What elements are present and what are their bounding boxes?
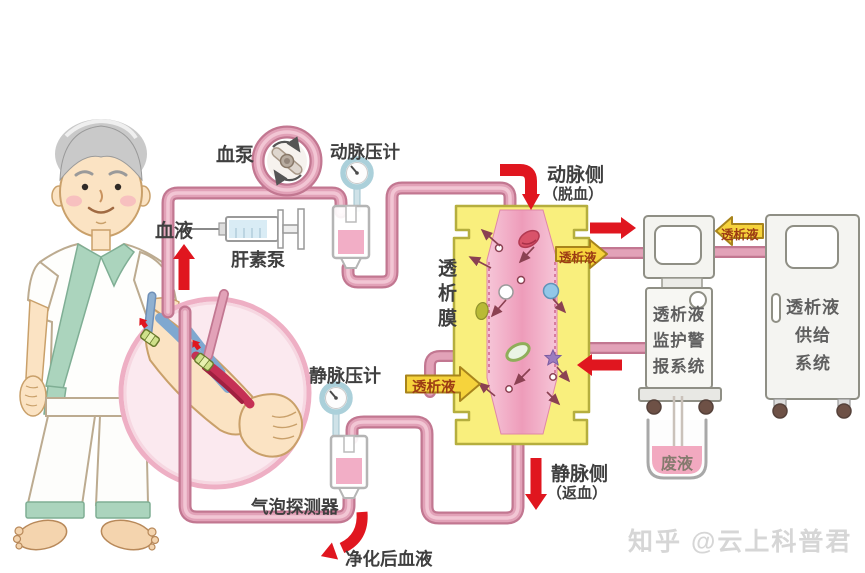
supply-label-line3: 系统 bbox=[795, 354, 831, 373]
solute-particle bbox=[543, 348, 563, 366]
venous-down-arrow bbox=[525, 458, 547, 510]
bubble-detector-label: 气泡探测器 bbox=[251, 497, 339, 517]
venous-side-label: 静脉侧 bbox=[551, 464, 609, 485]
patient-feet bbox=[12, 519, 160, 551]
dialysate-arrow-in bbox=[405, 366, 481, 402]
heparin-pump-label: 肝素泵 bbox=[231, 250, 285, 270]
blood-tubing bbox=[161, 125, 776, 525]
venous-line bbox=[345, 415, 525, 525]
arterial-pressure-gauge-icon bbox=[340, 156, 374, 212]
access-site-magnifier bbox=[118, 289, 312, 490]
dialysate-arrow-out bbox=[555, 239, 608, 269]
supply-door-handle bbox=[771, 293, 781, 323]
dialysate-out-arrow-label: 透析液 bbox=[559, 251, 597, 265]
blood-flow-arrows bbox=[173, 164, 636, 560]
bubble-detector-chamber bbox=[329, 434, 369, 499]
blood-label: 血液 bbox=[155, 221, 194, 242]
blood-up-arrow bbox=[173, 244, 195, 290]
venous-pressure-gauge-label: 静脉压计 bbox=[309, 366, 381, 386]
monitor-label-line1: 透析液 bbox=[652, 306, 706, 324]
purified-blood-arrow bbox=[320, 511, 368, 560]
blood-pump-label: 血泵 bbox=[216, 145, 255, 166]
solute-particle bbox=[475, 301, 489, 321]
dialysate-arrow-supply bbox=[715, 216, 764, 246]
arterial-drip-chamber bbox=[331, 204, 371, 269]
venous-pressure-gauge-icon bbox=[319, 381, 353, 438]
solute-particle bbox=[505, 342, 531, 362]
waste-beaker bbox=[646, 396, 708, 480]
needle-flow-arrow bbox=[192, 339, 201, 351]
dialysate-supply-machine bbox=[765, 214, 860, 419]
supply-label-line2: 供给 bbox=[795, 326, 831, 345]
blood-cell-icon bbox=[518, 229, 540, 249]
arterial-side-label: 动脉侧 bbox=[547, 165, 605, 186]
arterial-line bbox=[161, 186, 348, 319]
arterial-side-arrow bbox=[500, 164, 540, 210]
monitor-label-line2: 监护警 bbox=[652, 332, 706, 350]
supply-machine-label: 透析液 供给 系统 bbox=[784, 294, 842, 378]
dialyzer bbox=[452, 204, 591, 446]
dialyzer-blood-column bbox=[486, 209, 558, 435]
monitor-label-line3: 报系统 bbox=[652, 358, 706, 376]
dialysate-arrows bbox=[405, 216, 764, 402]
monitor-knob bbox=[689, 291, 707, 309]
needle-flow-arrow bbox=[139, 317, 148, 329]
dialysis-membrane-label: 透析膜 bbox=[435, 258, 456, 333]
arterial-pressure-gauge-label: 动脉压计 bbox=[330, 142, 400, 162]
arterial-side-note: （脱血） bbox=[543, 186, 604, 203]
heparin-syringe-icon bbox=[180, 208, 305, 250]
dialysate-supply-arrow-label: 透析液 bbox=[721, 228, 759, 242]
solute-particle bbox=[542, 282, 560, 300]
fistula-needle-icon bbox=[139, 328, 161, 348]
blood-pump-loop bbox=[251, 125, 323, 197]
waste-fluid-label: 废液 bbox=[661, 456, 694, 473]
patient-figure bbox=[12, 118, 180, 551]
watermark: 知乎 @云上科普君 bbox=[628, 528, 853, 556]
diffusion-arrows bbox=[468, 228, 571, 406]
dialysate-monitor-machine bbox=[638, 215, 722, 415]
venous-side-note: （返血） bbox=[547, 485, 608, 502]
blood-pump-icon bbox=[267, 136, 307, 186]
fistula-needle-icon bbox=[194, 352, 214, 372]
supply-label-line1: 透析液 bbox=[786, 298, 840, 317]
purified-blood-label: 净化后血液 bbox=[345, 549, 433, 569]
dialysate-in-arrow bbox=[577, 354, 622, 376]
dialysate-out-arrow bbox=[590, 217, 636, 239]
solute-particle bbox=[498, 284, 514, 300]
monitor-screen bbox=[654, 225, 702, 265]
dialysate-in-arrow-label: 透析液 bbox=[412, 380, 456, 396]
supply-panel bbox=[785, 225, 839, 269]
monitor-machine-label: 透析液 监护警 报系统 bbox=[646, 302, 712, 380]
